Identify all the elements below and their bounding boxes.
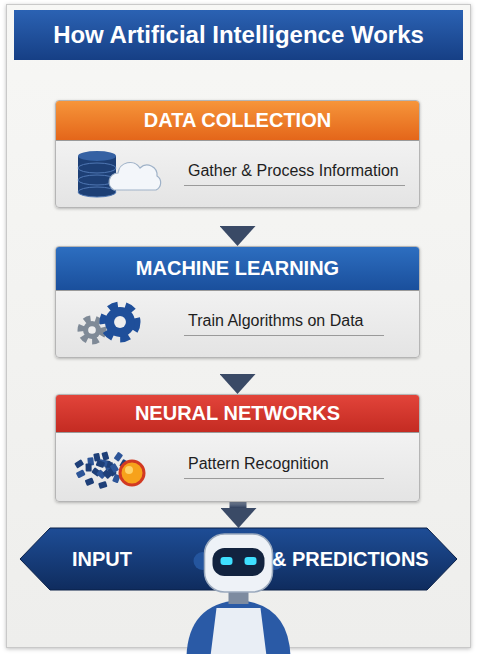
flow-arrow <box>238 502 239 508</box>
db-icon <box>70 148 170 200</box>
flow-arrow <box>230 358 246 374</box>
body-panel: Train Algorithms on Data <box>56 291 419 357</box>
header-label: MACHINE LEARNING <box>56 247 419 291</box>
output-banner: INPUT & PREDICTIONS <box>20 528 457 590</box>
process-box: DATA COLLECTION Gather & Process Informat… <box>55 100 420 208</box>
body-label: Gather & Process Information <box>184 162 405 186</box>
body-panel: Pattern Recognition <box>56 433 419 501</box>
process-box: NEURAL NETWORKS Pattern Recognition <box>55 394 420 502</box>
process-box: MACHINE LEARNING Train Algorithms on Data <box>55 246 420 358</box>
body-panel: Gather & Process Information <box>56 141 419 207</box>
title-bar: How Artificial Intelligence Works <box>14 10 463 60</box>
banner-left-label: INPUT <box>72 548 132 571</box>
header-label: NEURAL NETWORKS <box>56 395 419 433</box>
header-label: DATA COLLECTION <box>56 101 419 141</box>
body-label: Pattern Recognition <box>184 455 384 479</box>
title-text: How Artificial Intelligence Works <box>53 21 424 49</box>
banner-right-label: & PREDICTIONS <box>272 548 429 571</box>
gears-icon <box>70 298 170 350</box>
body-label: Train Algorithms on Data <box>184 312 384 336</box>
neural-icon <box>70 441 170 493</box>
flow-arrow <box>230 208 246 226</box>
